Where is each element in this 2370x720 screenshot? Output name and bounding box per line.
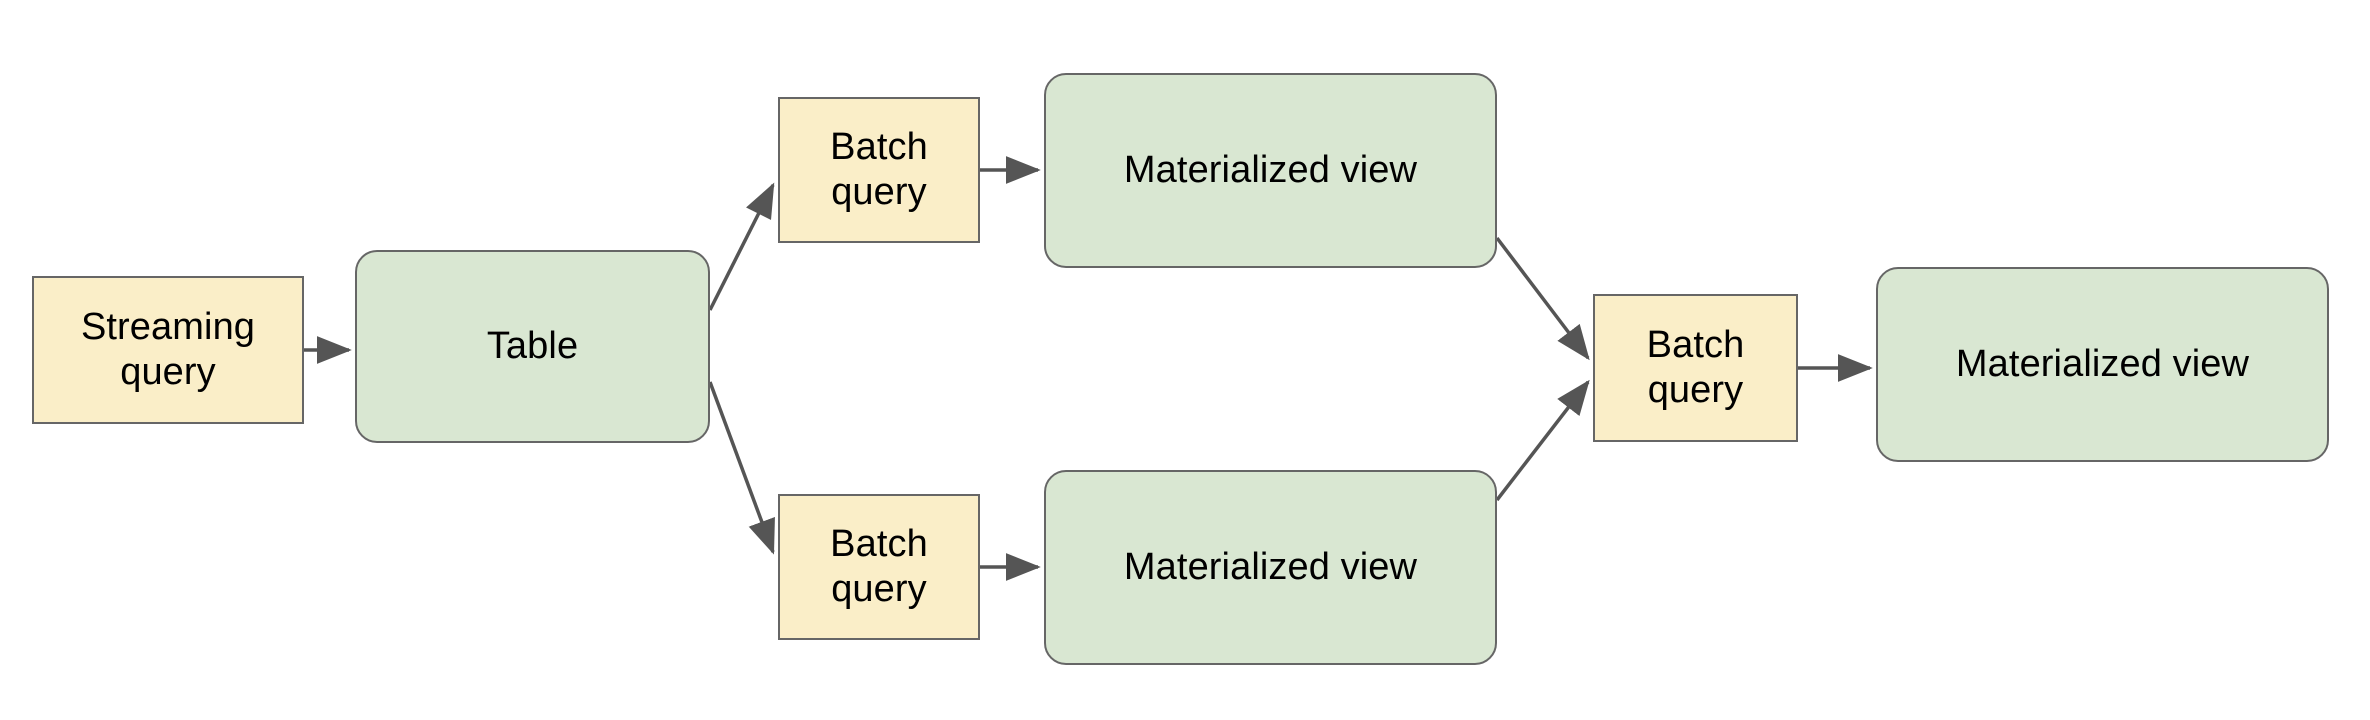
node-batch-query-top-label: Batch query xyxy=(830,126,928,213)
node-batch-query-bottom-label: Batch query xyxy=(830,523,928,610)
node-materialized-view-right-label: Materialized view xyxy=(1955,343,2250,386)
node-batch-query-bottom[interactable]: Batch query xyxy=(778,494,980,640)
node-batch-query-right[interactable]: Batch query xyxy=(1593,294,1798,442)
node-streaming-query[interactable]: Streaming query xyxy=(32,276,304,424)
node-materialized-view-top[interactable]: Materialized view xyxy=(1044,73,1497,268)
node-batch-query-right-label: Batch query xyxy=(1646,324,1745,411)
edge-materialized-view-bottom-to-batch-query-right xyxy=(1495,379,1590,502)
node-table[interactable]: Table xyxy=(355,250,710,443)
node-materialized-view-bottom-label: Materialized view xyxy=(1123,546,1418,589)
node-streaming-query-label: Streaming query xyxy=(80,306,256,393)
node-materialized-view-top-label: Materialized view xyxy=(1123,149,1418,192)
edge-table-to-batch-query-top xyxy=(708,182,775,311)
node-batch-query-top[interactable]: Batch query xyxy=(778,97,980,243)
edge-materialized-view-top-to-batch-query-right xyxy=(1495,236,1590,361)
node-table-label: Table xyxy=(486,325,579,368)
edge-table-to-batch-query-bottom xyxy=(708,381,775,555)
node-materialized-view-bottom[interactable]: Materialized view xyxy=(1044,470,1497,665)
node-materialized-view-right[interactable]: Materialized view xyxy=(1876,267,2329,462)
